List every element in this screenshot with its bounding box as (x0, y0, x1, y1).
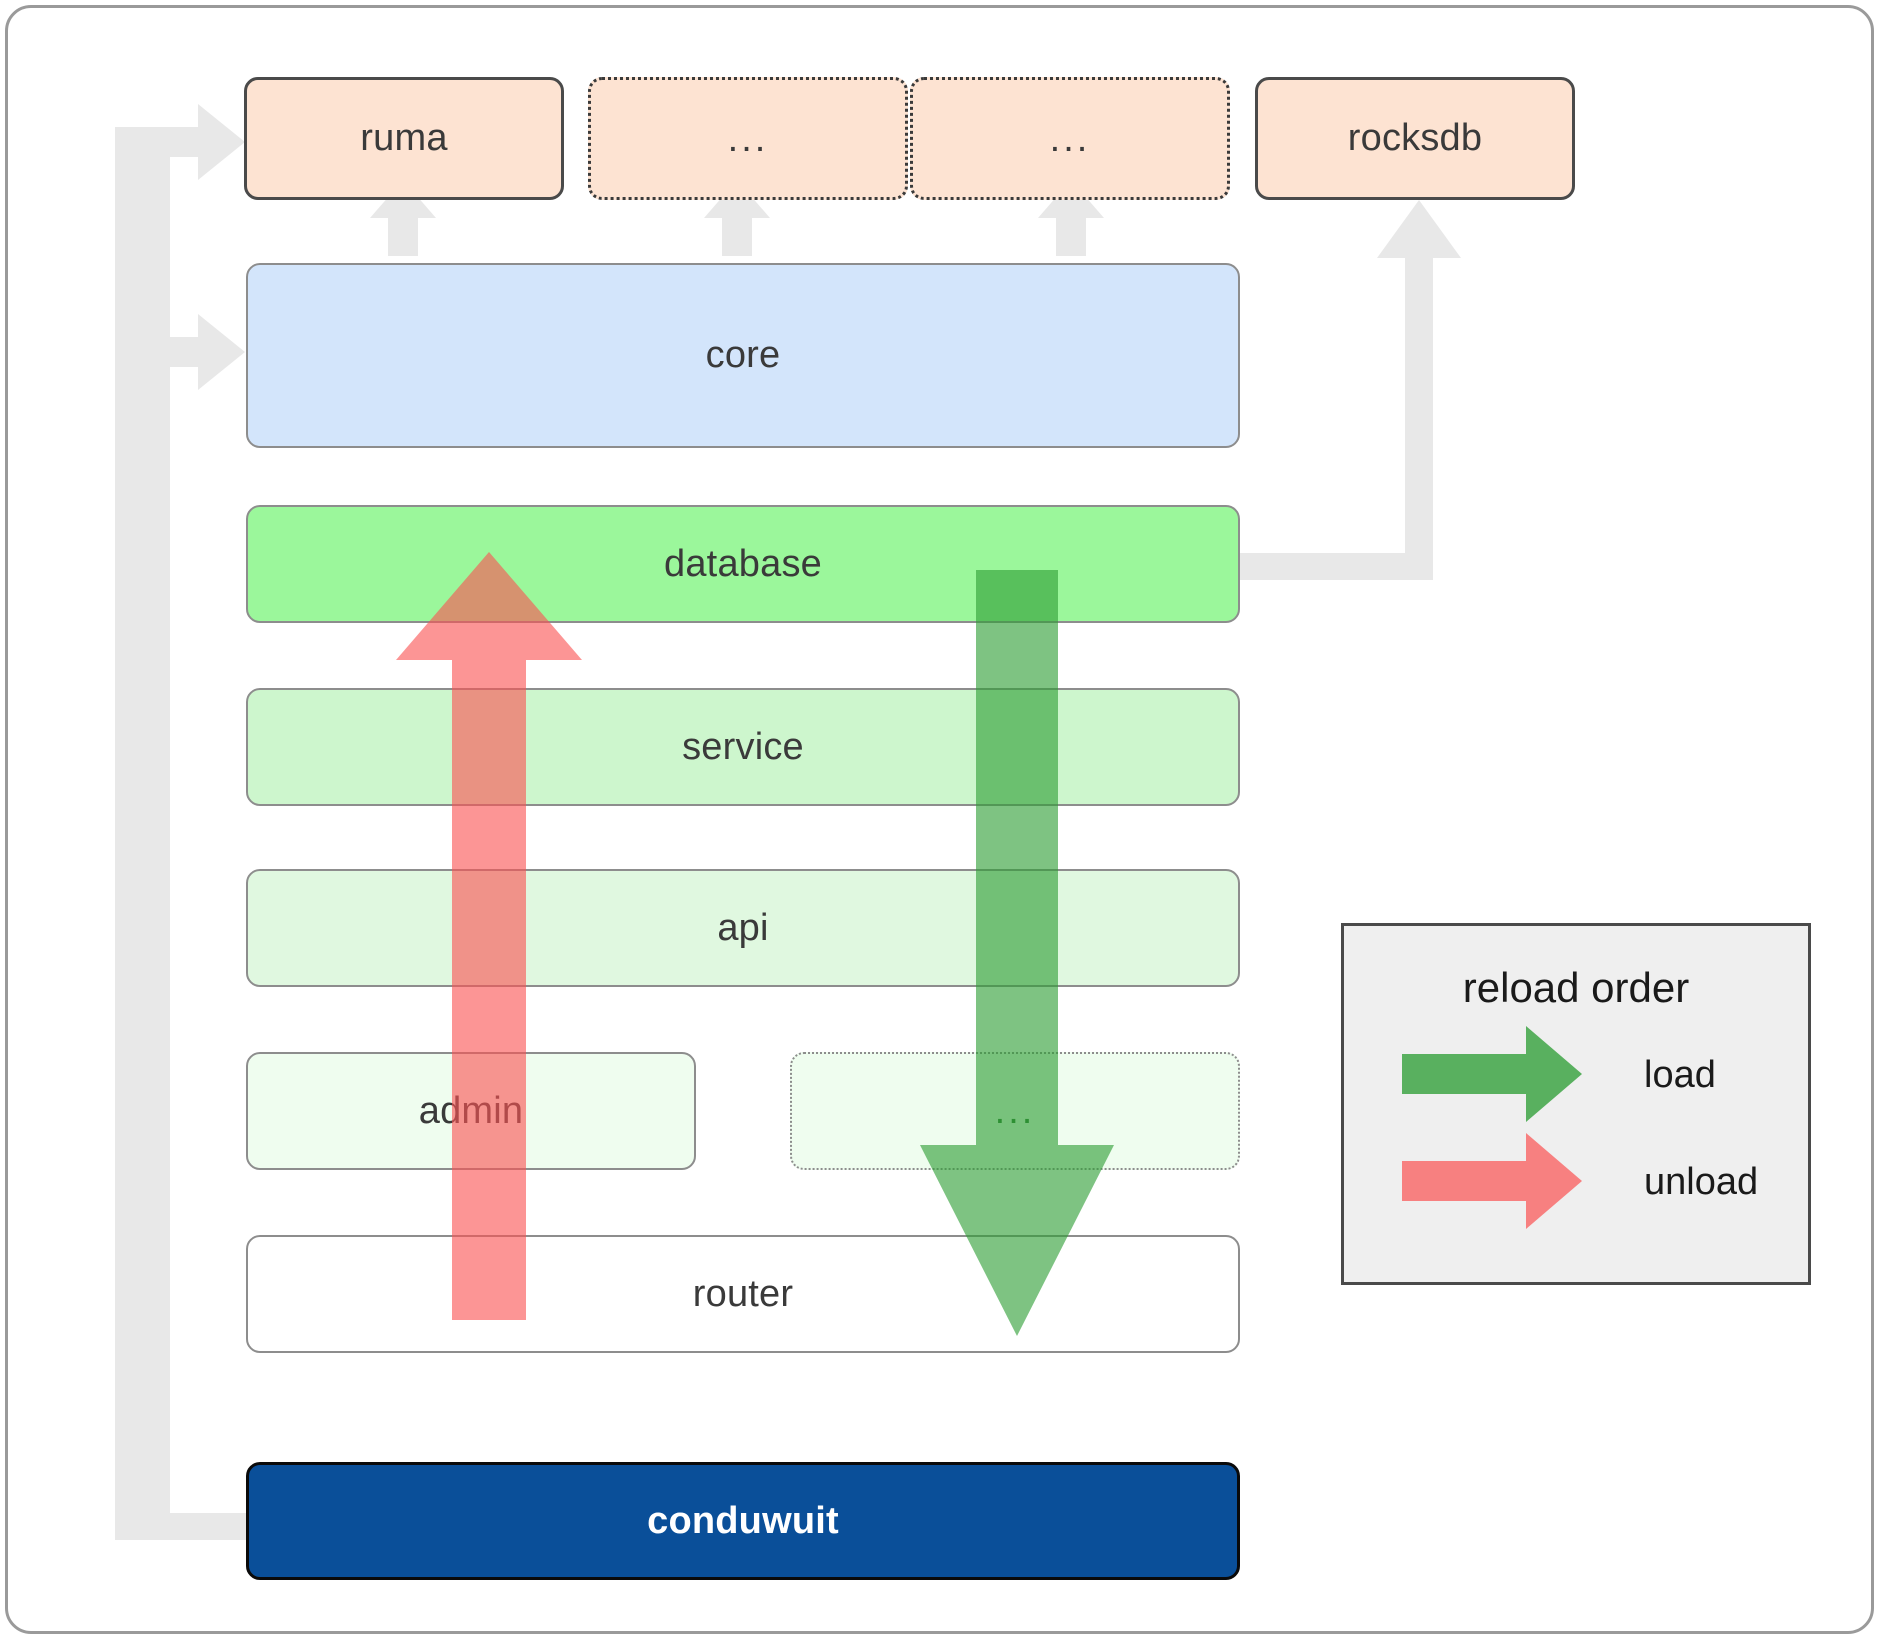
diagram-outer-frame (5, 5, 1874, 1634)
dependency-label: ruma (360, 117, 448, 159)
module-node-service[interactable]: service (246, 688, 1240, 806)
legend-unload-arrow (1402, 1133, 1582, 1229)
legend-arrow-graphics (1402, 1026, 1582, 1229)
module-label: service (682, 725, 804, 768)
module-node-ellipsis[interactable]: ... (790, 1052, 1240, 1170)
dependency-node-ellipsis-2[interactable]: ... (910, 77, 1230, 200)
dependency-node-ellipsis-1[interactable]: ... (588, 77, 908, 200)
dependency-label: ... (727, 117, 769, 160)
module-label: database (664, 542, 822, 585)
dependency-label: rocksdb (1347, 117, 1483, 159)
module-node-admin[interactable]: admin (246, 1052, 696, 1170)
legend-title: reload order (1462, 964, 1690, 1011)
module-label: core (705, 334, 781, 376)
legend-load-arrow (1402, 1026, 1582, 1122)
module-node-database[interactable]: database (246, 505, 1240, 623)
module-label: router (692, 1272, 794, 1315)
dependency-label: ... (1049, 117, 1091, 160)
dependency-node-ruma[interactable]: ruma (244, 77, 564, 200)
legend-label-unload: unload (1644, 1161, 1759, 1203)
module-label: conduwuit (647, 1499, 839, 1542)
legend-panel: reload order load unload (1341, 923, 1811, 1285)
module-node-api[interactable]: api (246, 869, 1240, 987)
module-label: api (717, 906, 769, 949)
module-node-router[interactable]: router (246, 1235, 1240, 1353)
module-label: ... (994, 1090, 1036, 1132)
module-node-core[interactable]: core (246, 263, 1240, 448)
dependency-node-rocksdb[interactable]: rocksdb (1255, 77, 1575, 200)
legend-label-load: load (1644, 1054, 1716, 1096)
module-label: admin (418, 1089, 524, 1132)
module-node-conduwuit[interactable]: conduwuit (246, 1462, 1240, 1580)
